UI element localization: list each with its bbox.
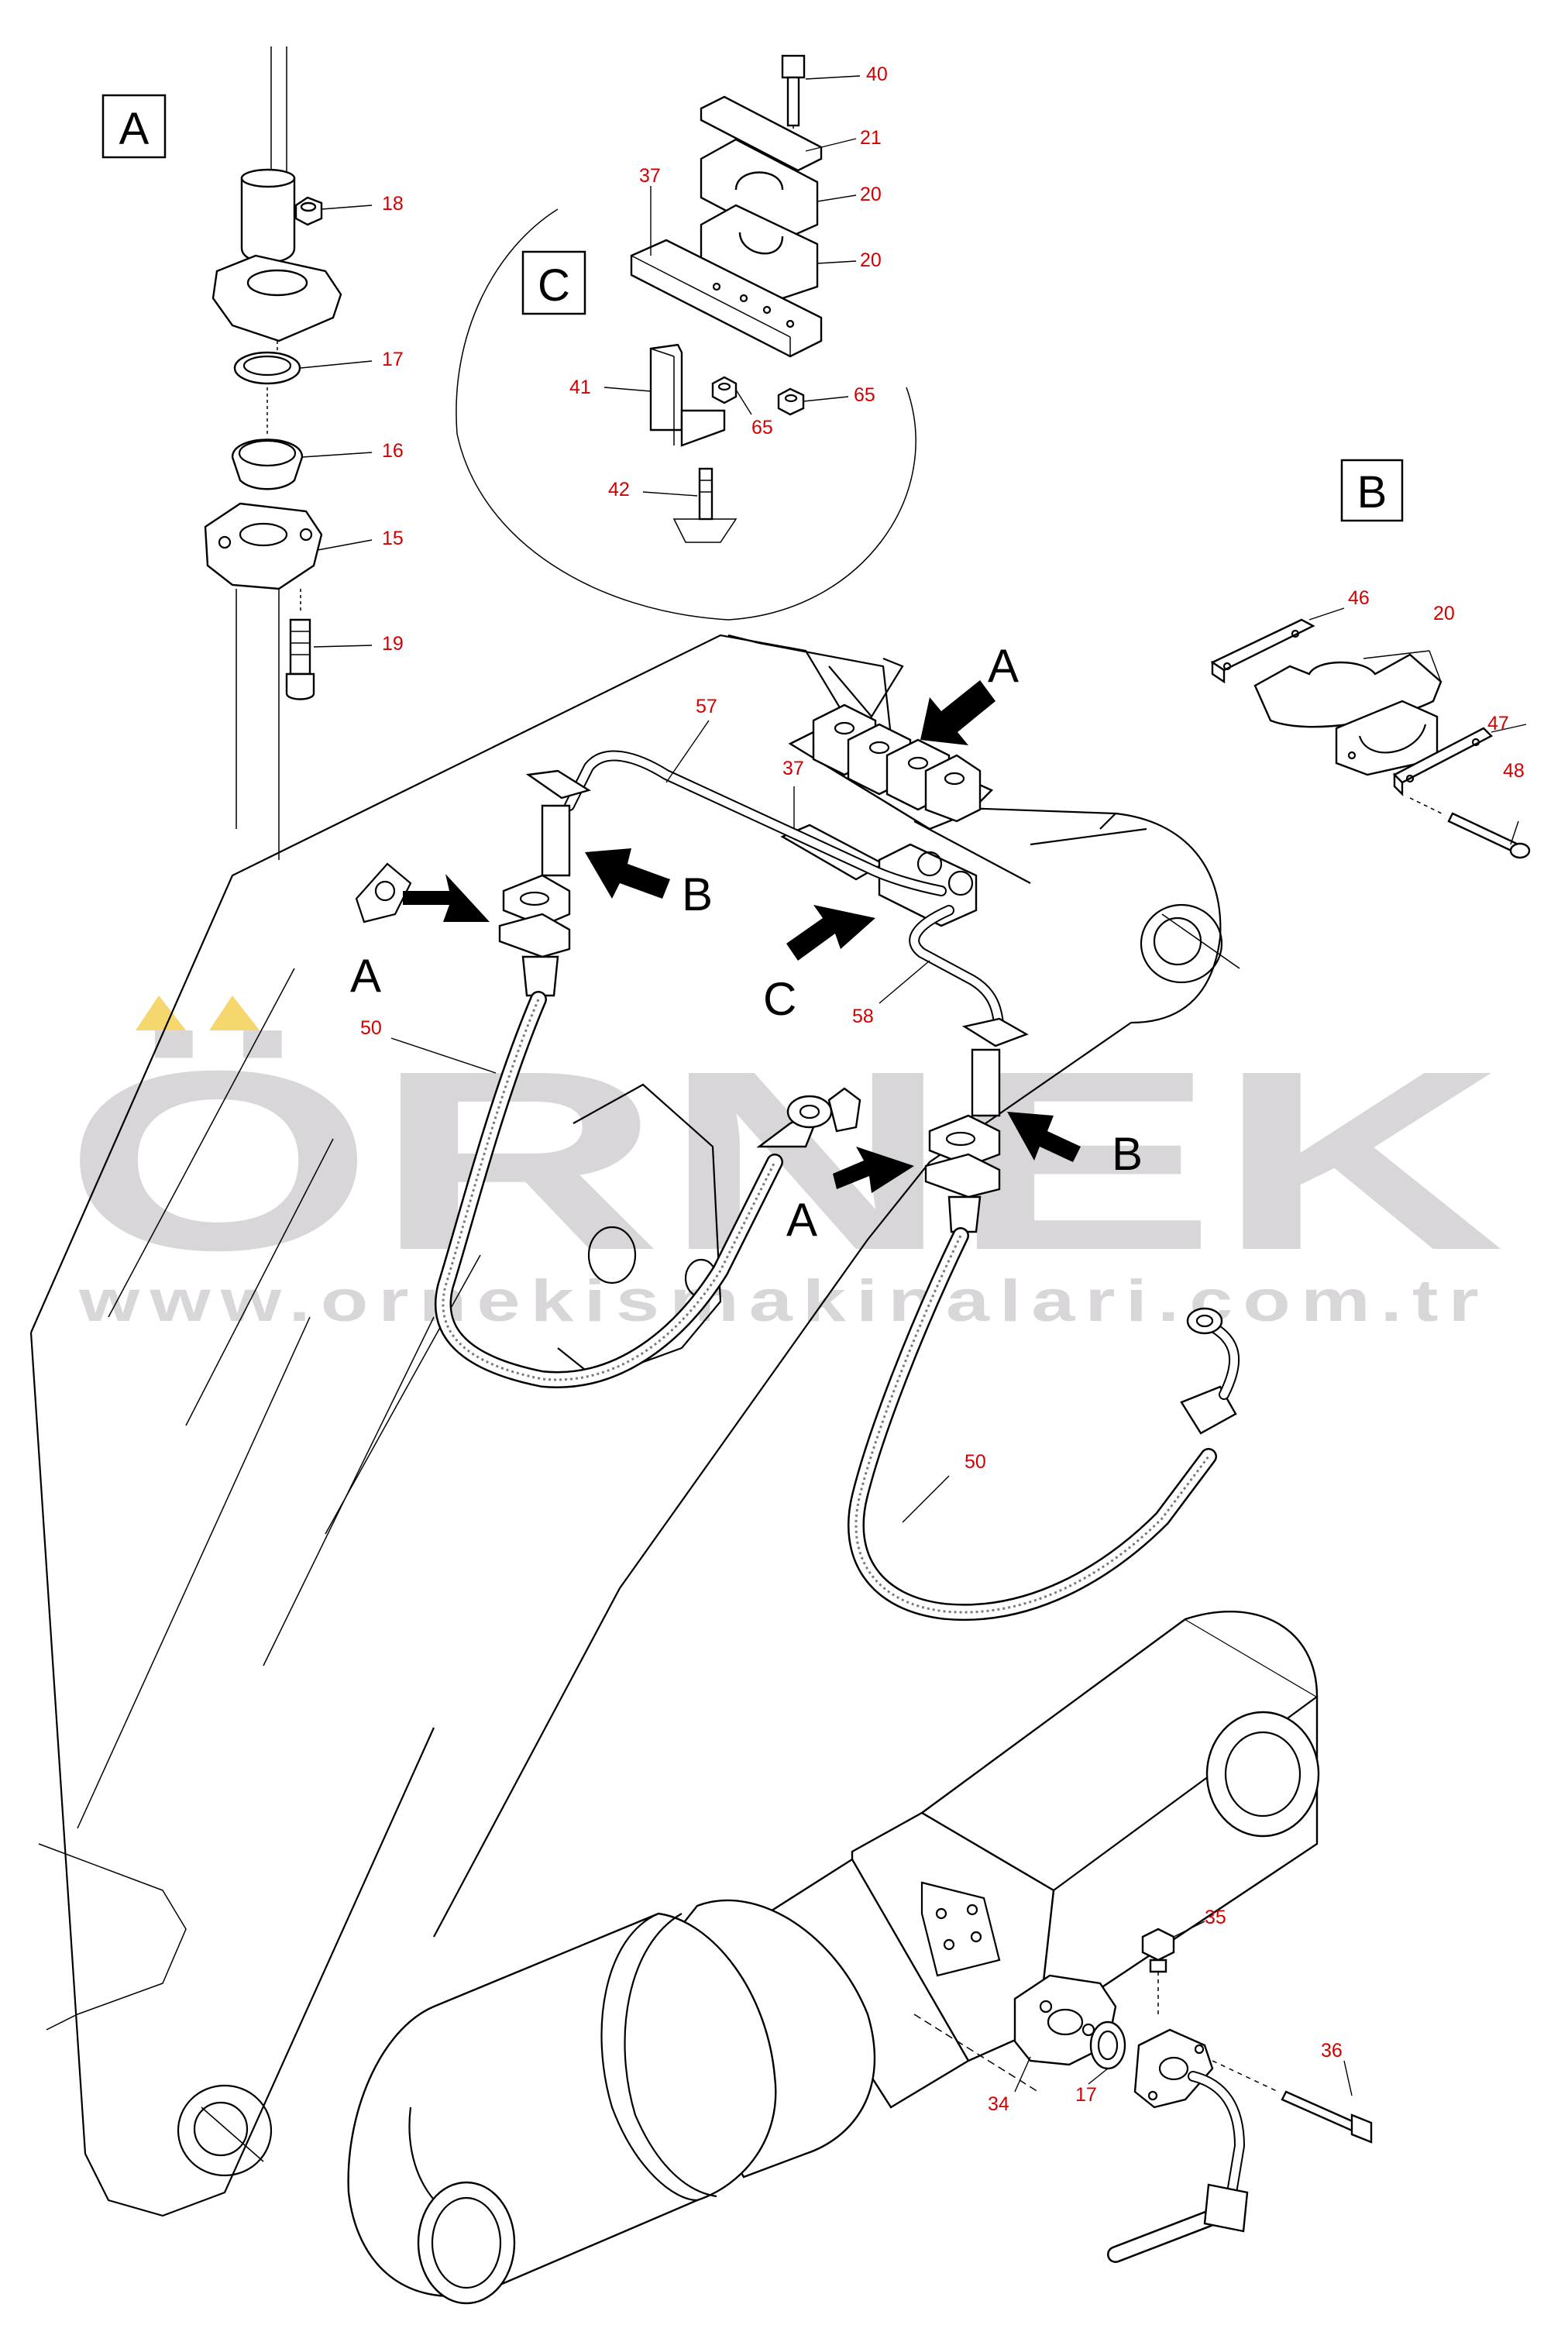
- part-number-16: 16: [382, 440, 404, 462]
- arrow-b-left-label: B: [682, 868, 713, 920]
- part-number-15: 15: [382, 528, 404, 549]
- watermark-accent-right: [209, 996, 260, 1030]
- arrow-b-left: B: [585, 848, 713, 920]
- direction-arrows: A A B C A B: [350, 640, 1143, 1246]
- watermark-accent-left: [136, 996, 186, 1030]
- part-number-36: 36: [1321, 2040, 1343, 2062]
- part-number-37: 37: [639, 165, 661, 187]
- pipe-58: 58: [852, 905, 1029, 1047]
- arrow-b-right-label: B: [1112, 1128, 1143, 1180]
- detail-b-exploded: B 46 20 47 48: [1210, 459, 1531, 859]
- part-number-21: 21: [860, 127, 882, 149]
- watermark-brand: ÖRNEK: [64, 1017, 1504, 1303]
- detail-b-frame: [1340, 459, 1404, 522]
- part-number-18: 18: [382, 193, 404, 215]
- arrow-a-right-label: A: [786, 1194, 817, 1246]
- pipe-57: 57: [525, 696, 947, 896]
- part-number-19: 19: [382, 633, 404, 655]
- arrow-b-right: B: [1007, 1112, 1143, 1180]
- part-number-46: 46: [1348, 587, 1370, 609]
- part-number-20: 20: [1433, 603, 1455, 624]
- fittings-row: [812, 703, 982, 823]
- detail-c-frame: [521, 250, 586, 315]
- detail-a-exploded: A 18 17 16 15 19: [101, 46, 404, 860]
- part-number-17-cylinder: 17: [1075, 2084, 1097, 2106]
- part-number-42: 42: [608, 479, 630, 500]
- part-number-35: 35: [1205, 1907, 1226, 1928]
- hose-50-left: 50: [360, 991, 861, 1388]
- arrow-a-left: A: [350, 874, 490, 1002]
- part-number-48: 48: [1503, 760, 1525, 782]
- cylinder-flange-parts: 35 36 34 17: [988, 1907, 1373, 2263]
- detail-b-label: B: [1357, 467, 1387, 518]
- part-number-47: 47: [1487, 713, 1509, 734]
- hydraulic-cylinder: [347, 1610, 1320, 2305]
- part-number-20: 20: [860, 184, 882, 205]
- hose-left-fittings: [498, 804, 571, 997]
- part-number-34: 34: [988, 2093, 1009, 2115]
- part-number-41: 41: [569, 377, 591, 398]
- detail-c-label: C: [538, 260, 570, 311]
- part-number-50-left: 50: [360, 1017, 382, 1039]
- watermark: ÖRNEK www.ornekismakinalari.com.tr: [64, 996, 1504, 1334]
- part-number-57: 57: [696, 696, 717, 717]
- hose-50-right: 50: [848, 1227, 1240, 1622]
- part-number-37-boom: 37: [782, 758, 804, 779]
- part-number-65: 65: [854, 384, 875, 406]
- detail-a-label: A: [119, 104, 150, 154]
- part-number-65: 65: [751, 417, 773, 438]
- arrow-a-top-label: A: [988, 640, 1019, 692]
- part-number-20: 20: [860, 249, 882, 271]
- detail-c-exploded: C: [456, 54, 916, 621]
- part-number-17: 17: [382, 349, 404, 370]
- arrow-c-label: C: [763, 973, 796, 1025]
- detail-a-frame: [101, 94, 167, 159]
- hose-right-fittings: [924, 1048, 1001, 1233]
- part-number-50-right: 50: [965, 1451, 986, 1473]
- watermark-url: www.ornekismakinalari.com.tr: [78, 1268, 1489, 1334]
- arrow-a-right: A: [786, 1147, 914, 1246]
- arrow-c: C: [763, 905, 875, 1025]
- part-number-58: 58: [852, 1006, 874, 1027]
- part-number-40: 40: [866, 64, 888, 85]
- arrow-a-top: A: [920, 640, 1019, 745]
- arrow-a-left-label: A: [350, 950, 381, 1002]
